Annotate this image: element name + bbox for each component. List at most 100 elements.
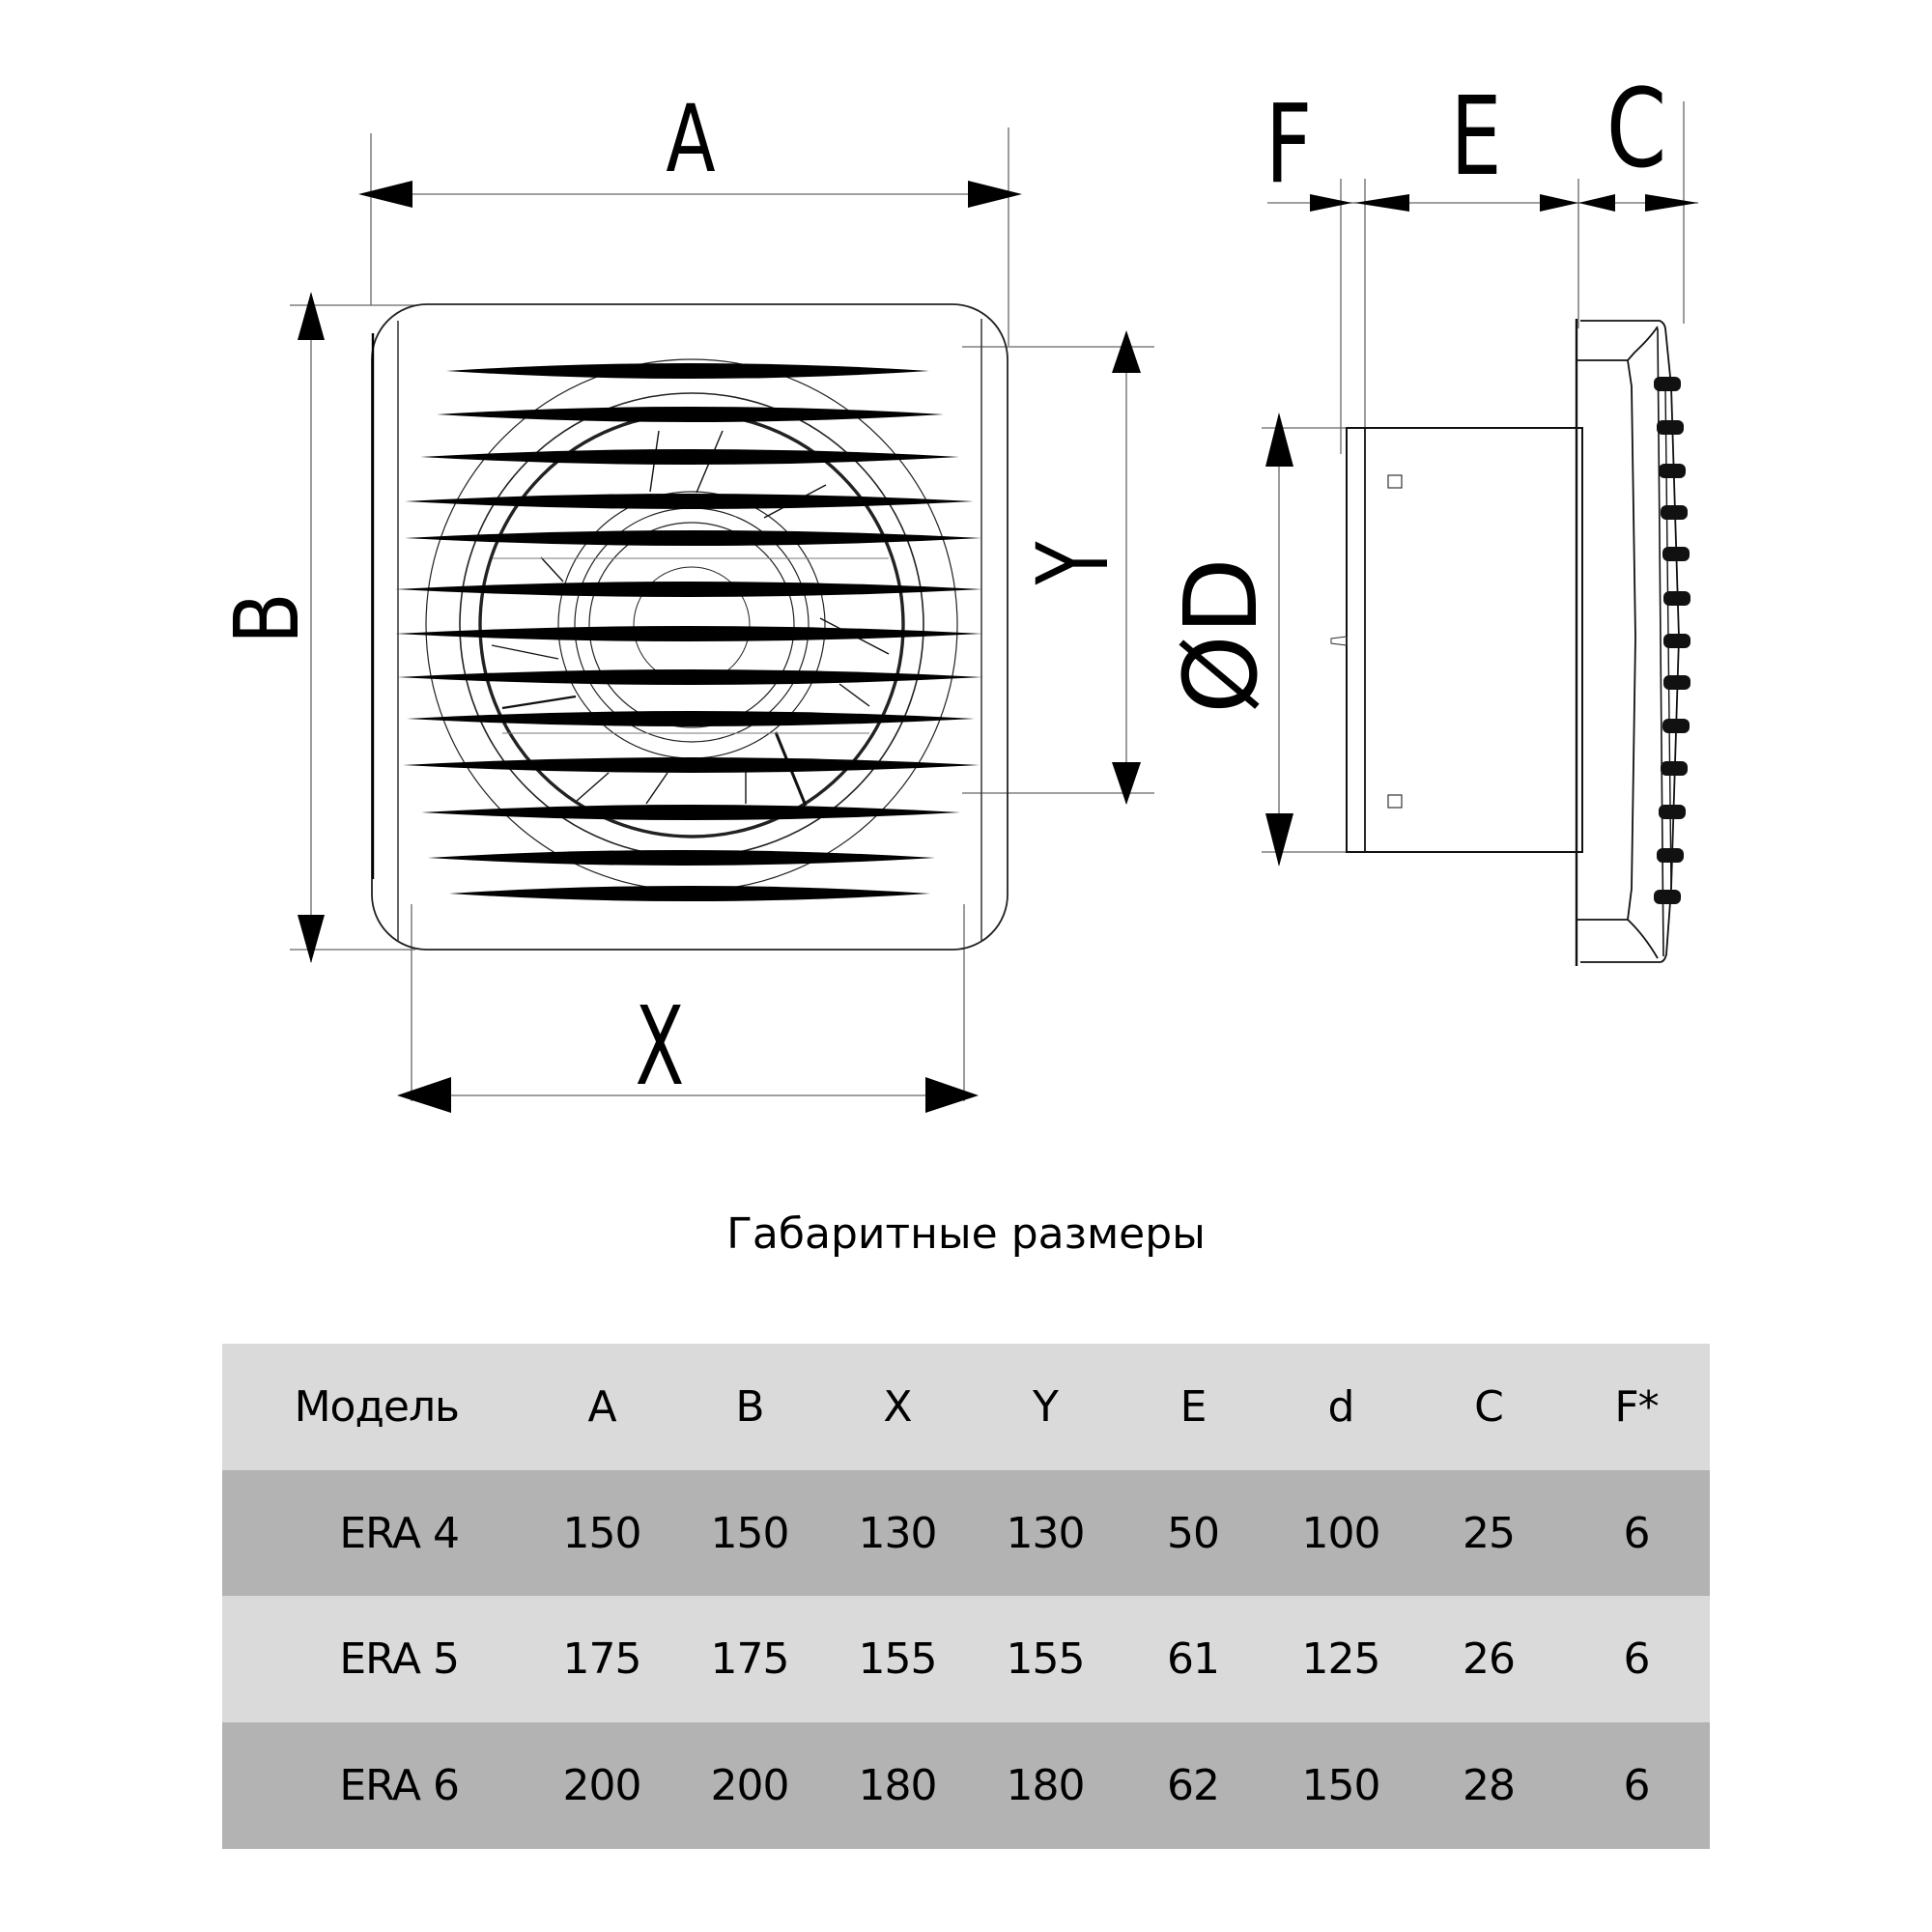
cell-x: 180 [858, 1761, 938, 1810]
cell-e: 50 [1167, 1508, 1220, 1558]
grille-slat [1661, 505, 1688, 520]
grille-blades [395, 363, 983, 901]
technical-drawing: A B X Y [216, 66, 1698, 1113]
cell-b: 200 [710, 1761, 790, 1810]
duct-body [1346, 427, 1583, 853]
header-x: X [883, 1382, 912, 1432]
cell-model: ERA 6 [339, 1761, 460, 1810]
table-row: ERA 4 150 150 130 130 50 100 25 6 [222, 1470, 1710, 1596]
arrowhead-left-icon [358, 181, 412, 208]
grille-blade [395, 582, 982, 597]
header-model: Модель [294, 1382, 460, 1432]
cell-model: ERA 5 [339, 1634, 460, 1684]
grille-slat [1659, 805, 1686, 819]
table-row: ERA 5 175 175 155 155 61 125 26 6 [222, 1596, 1710, 1722]
arrowhead-right-icon [1310, 194, 1352, 212]
grille-blade [397, 669, 983, 685]
arrowhead-left-icon [1354, 194, 1409, 212]
grille-slat [1663, 591, 1690, 606]
label-e: E [1450, 74, 1501, 200]
side-view: F E C ØD [1162, 66, 1698, 966]
grille-slat [1654, 890, 1681, 904]
dimensions-table: Модель A B X Y E d C F* ERA 4 150 150 13… [222, 1344, 1710, 1849]
cell-c: 26 [1463, 1634, 1516, 1684]
header-f: F* [1614, 1382, 1659, 1432]
grille-slats [1654, 377, 1690, 904]
label-c: C [1606, 66, 1667, 191]
grille-blade [449, 886, 930, 901]
clip-slot [1387, 794, 1403, 809]
arrowhead-down-icon [298, 915, 325, 963]
arrowhead-left-icon [1578, 194, 1615, 212]
grille-blade [395, 626, 982, 641]
label-y: Y [1016, 541, 1130, 585]
cell-a: 150 [562, 1508, 642, 1558]
cell-c: 28 [1463, 1761, 1516, 1810]
cell-a: 200 [562, 1761, 642, 1810]
arrowhead-up-icon [298, 292, 325, 340]
table-row: ERA 6 200 200 180 180 62 150 28 6 [222, 1722, 1710, 1849]
clip-slot [1387, 474, 1403, 489]
cell-f: 6 [1623, 1508, 1651, 1558]
grille-slat [1657, 420, 1684, 435]
impeller-lines [491, 430, 890, 807]
grille-slat [1662, 719, 1690, 733]
cell-c: 25 [1463, 1508, 1516, 1558]
label-b: B [216, 592, 320, 644]
cell-y: 180 [1006, 1761, 1086, 1810]
label-x: X [636, 984, 685, 1110]
front-view: A B X Y [216, 86, 1154, 1113]
cell-f: 6 [1623, 1634, 1651, 1684]
grille-blade [405, 494, 974, 509]
header-c: C [1474, 1382, 1504, 1432]
grille-slat [1663, 634, 1690, 648]
arrowhead-left-icon [397, 1077, 451, 1113]
grille-slat [1657, 848, 1684, 863]
grille-blade [420, 449, 959, 465]
cell-b: 150 [710, 1508, 790, 1558]
grille-blade [437, 407, 944, 422]
grille-slat [1654, 377, 1681, 391]
cell-x: 155 [858, 1634, 938, 1684]
label-a: A [666, 86, 715, 194]
cell-e: 61 [1167, 1634, 1220, 1684]
latch-tab [1330, 636, 1348, 646]
header-e: E [1179, 1382, 1208, 1432]
section-title: Габаритные размеры [726, 1209, 1206, 1259]
cell-d: 100 [1301, 1508, 1381, 1558]
arrowhead-right-icon [1645, 194, 1698, 212]
label-f: F [1265, 82, 1312, 208]
cell-d: 150 [1301, 1761, 1381, 1810]
cell-b: 175 [710, 1634, 790, 1684]
cell-d: 125 [1301, 1634, 1381, 1684]
header-y: Y [1033, 1382, 1059, 1432]
grille-slat [1662, 547, 1690, 561]
dimension-a: A [358, 86, 1022, 208]
cell-y: 130 [1006, 1508, 1086, 1558]
dimension-b: B [216, 292, 325, 963]
cell-a: 175 [562, 1634, 642, 1684]
arrowhead-up-icon [1112, 330, 1141, 373]
header-a: A [587, 1382, 616, 1432]
arrowhead-down-icon [1265, 813, 1293, 867]
grille-blade [428, 850, 935, 866]
arrowhead-right-icon [925, 1077, 979, 1113]
cell-y: 155 [1006, 1634, 1086, 1684]
table-header-row: Модель A B X Y E d C F* [222, 1344, 1710, 1470]
dimension-y: Y [1016, 330, 1141, 805]
label-diameter: ØD [1162, 557, 1280, 714]
front-extension-lines [290, 128, 1154, 1101]
cell-x: 130 [858, 1508, 938, 1558]
grille-blade [403, 757, 980, 773]
cell-model: ERA 4 [339, 1508, 460, 1558]
cell-f: 6 [1623, 1761, 1651, 1810]
dimension-x: X [397, 984, 979, 1113]
header-b: B [735, 1382, 764, 1432]
header-d: d [1327, 1382, 1355, 1432]
cell-e: 62 [1167, 1761, 1220, 1810]
arrowhead-right-icon [968, 181, 1022, 208]
grille-blade [446, 363, 929, 379]
arrowhead-down-icon [1112, 762, 1141, 805]
side-extension-lines [1262, 101, 1685, 853]
grille-slat [1659, 464, 1686, 478]
